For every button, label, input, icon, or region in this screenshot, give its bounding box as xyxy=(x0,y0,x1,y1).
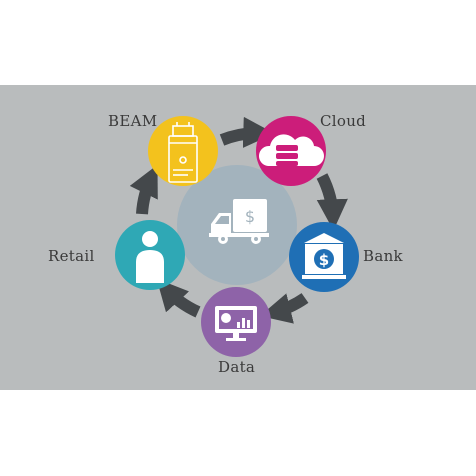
label-bank: Bank xyxy=(363,247,403,265)
arrow-cloud-to-bank xyxy=(316,173,348,231)
label-data: Data xyxy=(218,358,256,376)
truck-dollar-sign: $ xyxy=(245,207,255,226)
person-icon xyxy=(136,231,164,283)
bank-building-icon: $ xyxy=(302,233,346,279)
bank-dollar-sign: $ xyxy=(319,251,329,269)
cycle-arrows xyxy=(129,116,348,324)
node-retail xyxy=(115,220,185,290)
cloud-storage-icon xyxy=(258,134,324,166)
node-cloud xyxy=(256,116,326,186)
node-beam xyxy=(148,116,218,186)
node-bank: $ xyxy=(289,222,359,292)
arrow-data-to-retail xyxy=(156,278,201,318)
label-beam: BEAM xyxy=(108,112,158,130)
arrow-beam-to-cloud xyxy=(219,116,275,149)
armored-truck-icon: $ xyxy=(209,199,269,244)
label-cloud: Cloud xyxy=(320,112,367,130)
label-retail: Retail xyxy=(48,247,95,265)
arrow-retail-to-beam xyxy=(129,164,158,215)
node-data xyxy=(201,287,271,357)
vault-machine-icon xyxy=(168,122,198,183)
arrow-bank-to-data xyxy=(259,292,309,324)
monitor-chart-icon xyxy=(215,306,257,341)
